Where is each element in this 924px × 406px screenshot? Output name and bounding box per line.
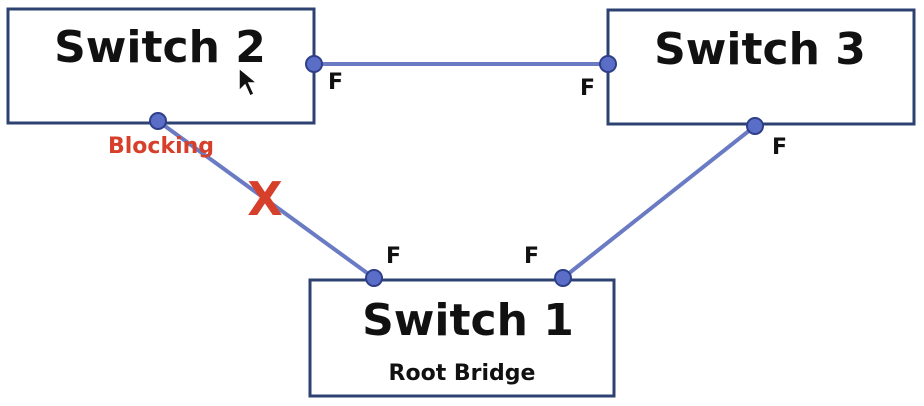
switch-3-box — [606, 8, 916, 126]
port-role-switch1-right: F — [524, 244, 539, 269]
port-role-switch3-bottom: F — [772, 135, 787, 160]
port-role-switch3-left: F — [580, 76, 595, 101]
switch-1-label: Switch 1 — [362, 295, 574, 346]
switch-3-label: Switch 3 — [654, 24, 866, 75]
port-switch3-bottom[interactable] — [746, 117, 764, 135]
switch-2-box — [6, 7, 316, 125]
port-switch1-left[interactable] — [365, 269, 383, 287]
root-bridge-label: Root Bridge — [389, 361, 536, 386]
switch-1-box — [308, 278, 616, 398]
switch-3-node[interactable]: Switch 3 — [606, 8, 916, 126]
blocked-link-x-icon: X — [247, 172, 282, 226]
port-switch2-right[interactable] — [305, 55, 323, 73]
port-role-switch1-left: F — [386, 244, 401, 269]
port-switch1-right[interactable] — [554, 269, 572, 287]
port-role-switch2-blocking: Blocking — [108, 134, 214, 159]
port-switch3-left[interactable] — [599, 55, 617, 73]
switch-2-node[interactable]: Switch 2 — [6, 7, 316, 125]
port-switch2-bottom[interactable] — [149, 112, 167, 130]
mouse-pointer-icon — [238, 66, 260, 98]
port-role-switch2-right: F — [328, 70, 343, 95]
link-switch2-switch1-blocked — [156, 119, 376, 280]
link-switch3-switch1 — [561, 124, 757, 280]
switch-2-label: Switch 2 — [54, 22, 266, 73]
switch-1-node[interactable]: Switch 1 Root Bridge — [308, 278, 616, 398]
